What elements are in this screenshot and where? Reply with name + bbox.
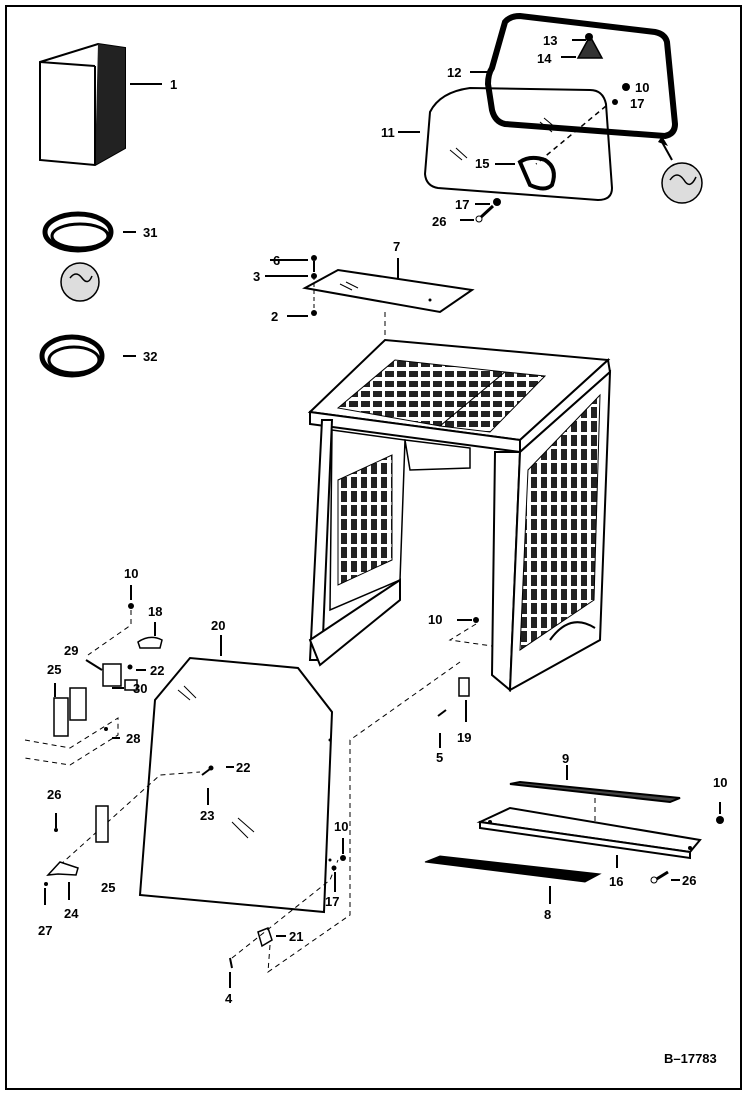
callout-19: 19: [457, 730, 471, 745]
callout-12: 12: [447, 65, 461, 80]
part-32-seal-roll: [39, 334, 136, 378]
callout-25-top: 25: [47, 662, 61, 677]
callout-6: 6: [273, 253, 280, 268]
callout-18: 18: [148, 604, 162, 619]
diagram-border: [5, 5, 742, 1090]
part-31-seal-roll: [42, 211, 136, 302]
part-8-strip: [424, 855, 602, 904]
part-16-bar: [476, 802, 724, 884]
part-20-door: [138, 635, 334, 914]
callout-13: 13: [543, 33, 557, 48]
callout-2: 2: [271, 309, 278, 324]
callout-3: 3: [253, 269, 260, 284]
callout-25-bottom: 25: [101, 880, 115, 895]
callout-26-left: 26: [47, 787, 61, 802]
callout-labels: 1 31 32 13 14 12 10 17 11 15 17 26 7 6 3…: [38, 33, 727, 1006]
callout-10-left: 10: [124, 566, 138, 581]
part-1-manual-box: [39, 42, 162, 167]
callout-28: 28: [126, 731, 140, 746]
callout-26-top: 26: [432, 214, 446, 229]
callout-22-bottom: 22: [236, 760, 250, 775]
callout-7: 7: [393, 239, 400, 254]
callout-17-door: 17: [325, 894, 339, 909]
door-hardware-left: [24, 585, 234, 905]
callout-16: 16: [609, 874, 623, 889]
callout-8: 8: [544, 907, 551, 922]
callout-21: 21: [289, 929, 303, 944]
callout-17-mid: 17: [455, 197, 469, 212]
part-9-strip: [509, 765, 681, 830]
callout-9: 9: [562, 751, 569, 766]
callout-10-center: 10: [428, 612, 442, 627]
callout-22-top: 22: [150, 663, 164, 678]
callout-26-right: 26: [682, 873, 696, 888]
rear-window-assembly: [398, 12, 703, 223]
callout-30: 30: [133, 681, 147, 696]
callout-32: 32: [143, 349, 157, 364]
callout-29: 29: [64, 643, 78, 658]
callout-10-right: 10: [713, 775, 727, 790]
callout-24: 24: [64, 906, 79, 921]
callout-5: 5: [436, 750, 443, 765]
callout-11: 11: [381, 125, 395, 140]
hinge-hardware-center: [437, 617, 493, 748]
callout-15: 15: [475, 156, 489, 171]
callout-10-door: 10: [334, 819, 348, 834]
figure-reference: B–17783: [664, 1051, 717, 1066]
door-hardware-right: [229, 661, 461, 988]
top-plate-assembly: [265, 255, 475, 460]
callout-23: 23: [200, 808, 214, 823]
callout-27: 27: [38, 923, 52, 938]
callout-1: 1: [170, 77, 177, 92]
callout-31: 31: [143, 225, 157, 240]
cab-frame: [307, 338, 612, 693]
callout-4: 4: [225, 991, 233, 1006]
callout-14: 14: [537, 51, 552, 66]
callout-20: 20: [211, 618, 225, 633]
callout-17-top: 17: [630, 96, 644, 111]
callout-10-top: 10: [635, 80, 649, 95]
